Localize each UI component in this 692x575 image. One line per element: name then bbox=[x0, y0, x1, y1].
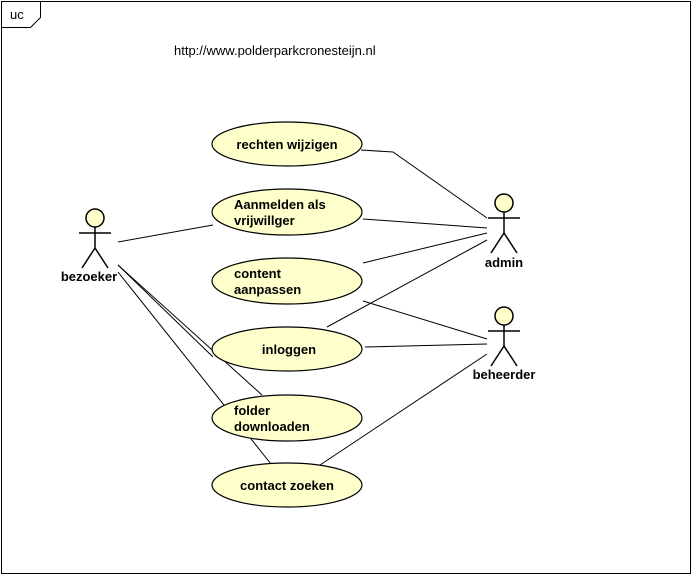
use-case-ellipse bbox=[211, 257, 363, 305]
actor-bezoeker[interactable]: bezoeker bbox=[61, 208, 117, 284]
use-case-label-line1: folder bbox=[234, 403, 270, 418]
actor-admin[interactable]: admin bbox=[485, 193, 523, 270]
actor-label: bezoeker bbox=[61, 269, 117, 284]
stick-figure-icon bbox=[488, 306, 520, 367]
actor-label: admin bbox=[485, 255, 523, 270]
actor-label: beheerder bbox=[473, 367, 536, 382]
association-admin-rechten bbox=[360, 149, 488, 219]
association-bezoeker-folder bbox=[117, 264, 263, 396]
use-case-label-line2: downloaden bbox=[234, 419, 310, 434]
use-case-inloggen[interactable]: inloggen bbox=[211, 326, 363, 372]
system-url: http://www.polderparkcronesteijn.nl bbox=[174, 43, 376, 58]
use-case-label-line2: aanpassen bbox=[234, 282, 301, 297]
association-beheerder-contact bbox=[319, 353, 488, 466]
frame-tag-box bbox=[1, 1, 41, 28]
actor-beheerder[interactable]: beheerder bbox=[473, 306, 536, 382]
use-case-label-line1: content bbox=[234, 266, 282, 281]
association-admin-aanmelden bbox=[362, 218, 488, 229]
use-case-content[interactable]: content aanpassen bbox=[211, 257, 363, 305]
use-case-label: inloggen bbox=[262, 342, 316, 357]
use-case-ellipse bbox=[211, 394, 363, 442]
stick-figure-icon bbox=[79, 208, 111, 269]
use-case-rechten[interactable]: rechten wijzigen bbox=[211, 121, 363, 167]
associations bbox=[117, 149, 488, 466]
association-bezoeker-inloggen bbox=[117, 264, 214, 358]
use-case-aanmelden[interactable]: Aanmelden als vrijwillger bbox=[211, 188, 363, 236]
association-beheerder-content bbox=[362, 300, 488, 340]
frame-tag: uc bbox=[10, 7, 24, 22]
use-case-label-line2: vrijwillger bbox=[234, 213, 295, 228]
association-beheerder-inloggen bbox=[364, 343, 488, 348]
use-case-ellipse bbox=[211, 326, 363, 372]
use-case-folder[interactable]: folder downloaden bbox=[211, 394, 363, 442]
use-case-ellipse bbox=[211, 188, 363, 236]
association-admin-content bbox=[362, 232, 488, 264]
use-case-label: contact zoeken bbox=[240, 478, 334, 493]
association-admin-inloggen bbox=[326, 239, 488, 328]
use-case-contact[interactable]: contact zoeken bbox=[211, 462, 363, 508]
association-bezoeker-aanmelden bbox=[117, 224, 214, 243]
use-case-label: rechten wijzigen bbox=[236, 137, 337, 152]
use-case-ellipse bbox=[211, 121, 363, 167]
use-case-ellipse bbox=[211, 462, 363, 508]
stick-figure-icon bbox=[488, 193, 520, 254]
use-case-label-line1: Aanmelden als bbox=[234, 197, 326, 212]
